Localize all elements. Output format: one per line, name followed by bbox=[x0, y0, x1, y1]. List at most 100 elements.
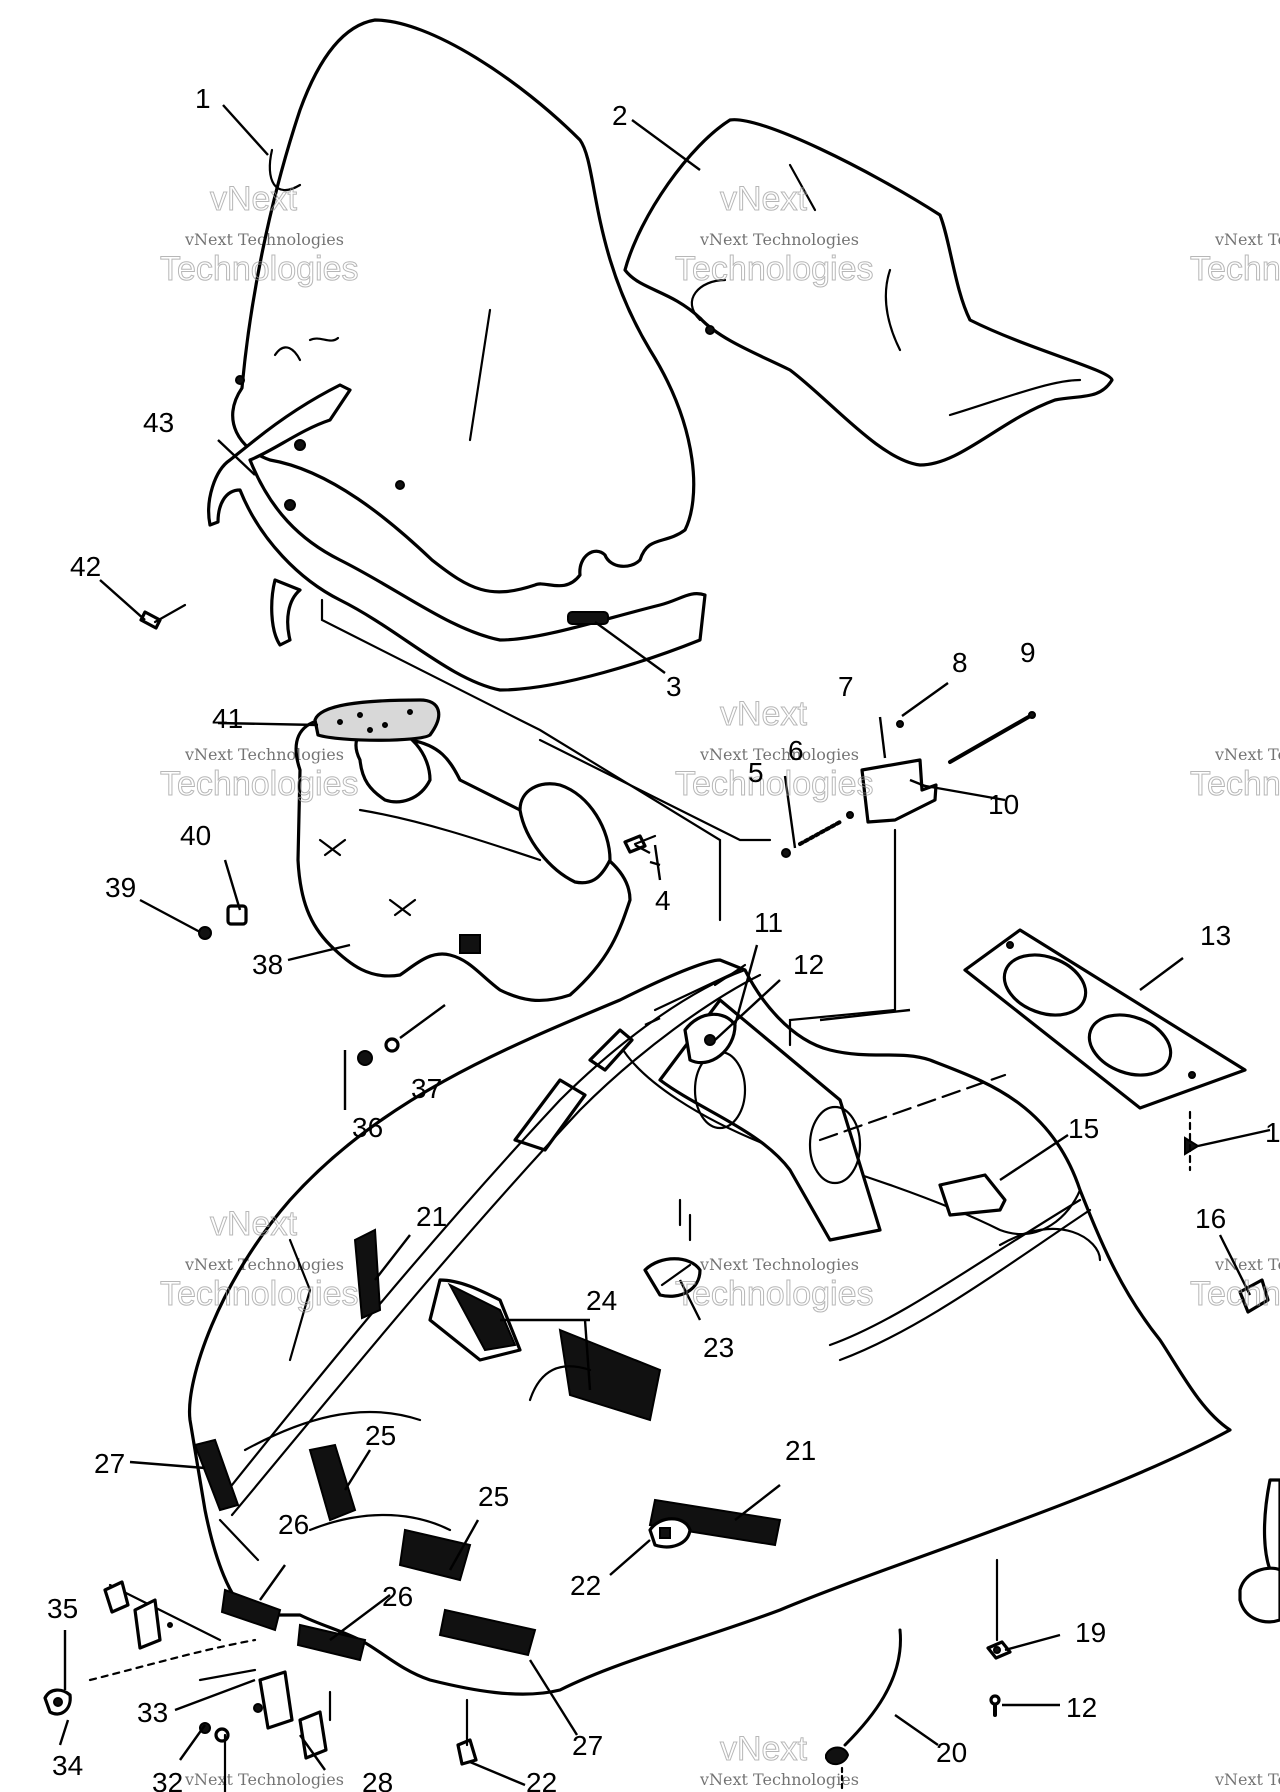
callout-33: 33 bbox=[137, 1697, 168, 1728]
watermark-text: vNext Technologies bbox=[1214, 1770, 1280, 1789]
watermark-text: vNext Technologies bbox=[699, 1255, 859, 1274]
watermark-prefix: vNext bbox=[210, 1205, 297, 1243]
callout-34: 34 bbox=[52, 1750, 83, 1781]
callout-leaders bbox=[58, 104, 1271, 1787]
dashed-construction-lines bbox=[218, 598, 1007, 1562]
callout-1: 1 bbox=[195, 83, 211, 114]
watermark-text: vNext Technologies bbox=[184, 745, 344, 764]
headlight-assembly bbox=[294, 718, 632, 1002]
screw-part-42 bbox=[139, 603, 187, 630]
clip-part-22-upper bbox=[648, 1517, 692, 1549]
callout-21-lower: 21 bbox=[785, 1435, 816, 1466]
cable-part-20 bbox=[825, 1628, 902, 1792]
callout-23: 23 bbox=[703, 1332, 734, 1363]
watermark-text: vNext Technologies bbox=[699, 230, 859, 249]
callout-3: 3 bbox=[666, 671, 682, 702]
watermark-3: vNext Technologies Technologies bbox=[1190, 230, 1280, 289]
callout-26-lower: 26 bbox=[382, 1581, 413, 1612]
watermark-1: vNext Technologies Technologies bbox=[160, 230, 359, 289]
watermark-text-large: Technologies bbox=[160, 765, 358, 803]
callout-40: 40 bbox=[180, 820, 211, 851]
watermark-text: vNext Technologies bbox=[699, 745, 859, 764]
bracket-part-16 bbox=[1238, 1278, 1270, 1314]
callout-16: 16 bbox=[1195, 1203, 1226, 1234]
watermark-text: vNext Technologies bbox=[184, 230, 344, 249]
callout-14: 14 bbox=[1265, 1117, 1280, 1148]
callout-26-upper: 26 bbox=[278, 1509, 309, 1540]
watermark-text-large: Technologies bbox=[675, 765, 873, 803]
callout-12-lower: 12 bbox=[1066, 1692, 1097, 1723]
watermark-text: vNext Technologies bbox=[184, 1255, 344, 1274]
callout-13: 13 bbox=[1200, 920, 1231, 951]
callout-27-lower: 27 bbox=[572, 1730, 603, 1761]
windshield bbox=[231, 18, 696, 594]
callout-36: 36 bbox=[352, 1112, 383, 1143]
watermark-prefix: vNext bbox=[720, 695, 807, 733]
clip-part-22-lower bbox=[456, 1698, 478, 1766]
callout-9: 9 bbox=[1020, 637, 1036, 668]
callout-10: 10 bbox=[988, 789, 1019, 820]
screw-part-14 bbox=[1184, 1110, 1200, 1172]
callout-2: 2 bbox=[612, 100, 628, 131]
callout-8: 8 bbox=[952, 647, 968, 678]
watermark-text-large: Technologies bbox=[675, 1275, 873, 1313]
windshield-bracket bbox=[207, 383, 707, 692]
callout-42: 42 bbox=[70, 551, 101, 582]
callout-15: 15 bbox=[1068, 1113, 1099, 1144]
callout-25-left: 25 bbox=[365, 1420, 396, 1451]
watermarks: vNext Technologies Technologies vNext Te… bbox=[160, 180, 1280, 1790]
callout-32: 32 bbox=[152, 1767, 183, 1792]
callout-22-lower: 22 bbox=[526, 1767, 557, 1792]
watermark-5: vNext Technologies Technologies bbox=[675, 745, 874, 804]
callout-28: 28 bbox=[362, 1767, 393, 1792]
mount-bracket bbox=[781, 711, 1036, 858]
watermark-11: vNext Technologies bbox=[699, 1770, 859, 1789]
fasteners-headlight bbox=[198, 834, 657, 1066]
watermark-text: vNext Technologies bbox=[184, 1770, 344, 1789]
watermark-text-large: Technologies bbox=[1190, 765, 1280, 803]
callout-19: 19 bbox=[1075, 1617, 1106, 1648]
callout-41: 41 bbox=[212, 703, 243, 734]
watermark-6: vNext Technologies Technologies bbox=[1190, 745, 1280, 804]
callout-4: 4 bbox=[655, 885, 671, 916]
watermark-7: vNext Technologies Technologies bbox=[160, 1255, 359, 1314]
callout-22-upper: 22 bbox=[570, 1570, 601, 1601]
callout-5: 5 bbox=[748, 757, 764, 788]
callout-11: 11 bbox=[754, 907, 783, 938]
callout-43: 43 bbox=[143, 407, 174, 438]
watermark-text-large: Technologies bbox=[675, 250, 873, 288]
callout-7: 7 bbox=[838, 671, 854, 702]
watermark-9: vNext Technologies Technologies bbox=[1190, 1255, 1280, 1314]
callout-27-upper: 27 bbox=[94, 1448, 125, 1479]
front-bracket-lower-left bbox=[43, 1580, 332, 1792]
callout-6: 6 bbox=[788, 735, 804, 766]
watermark-12: vNext Technologies bbox=[1214, 1770, 1280, 1789]
seat-cover bbox=[623, 118, 1114, 467]
watermark-2: vNext Technologies Technologies bbox=[675, 230, 874, 289]
watermark-text: vNext Technologies bbox=[1214, 1255, 1280, 1274]
callout-numbers: 1 2 3 4 5 6 7 8 9 10 11 12 13 14 15 16 1… bbox=[47, 83, 1280, 1792]
callout-20: 20 bbox=[936, 1737, 967, 1768]
watermark-8: vNext Technologies Technologies bbox=[675, 1255, 874, 1314]
callout-25-right: 25 bbox=[478, 1481, 509, 1512]
gasket-plate-part-13 bbox=[963, 928, 1247, 1110]
watermark-4: vNext Technologies Technologies bbox=[160, 745, 359, 804]
callout-12-upper: 12 bbox=[793, 949, 824, 980]
watermark-prefix: vNext bbox=[720, 180, 807, 218]
watermark-10: vNext Technologies bbox=[184, 1770, 344, 1789]
watermark-prefix: vNext bbox=[720, 1730, 807, 1768]
watermark-text-large: Technologies bbox=[1190, 1275, 1280, 1313]
callout-24: 24 bbox=[586, 1285, 617, 1316]
callout-37: 37 bbox=[411, 1073, 442, 1104]
callout-35: 35 bbox=[47, 1593, 78, 1624]
watermark-text: vNext Technologies bbox=[1214, 230, 1280, 249]
watermark-text-large: Technologies bbox=[160, 1275, 358, 1313]
watermark-text: vNext Technologies bbox=[699, 1770, 859, 1789]
ski-partial-right bbox=[1238, 1478, 1280, 1624]
watermark-prefix: vNext bbox=[210, 180, 297, 218]
callout-38: 38 bbox=[252, 949, 283, 980]
callout-39: 39 bbox=[105, 872, 136, 903]
watermark-text: vNext Technologies bbox=[1214, 745, 1280, 764]
watermark-text-large: Technologies bbox=[160, 250, 358, 288]
